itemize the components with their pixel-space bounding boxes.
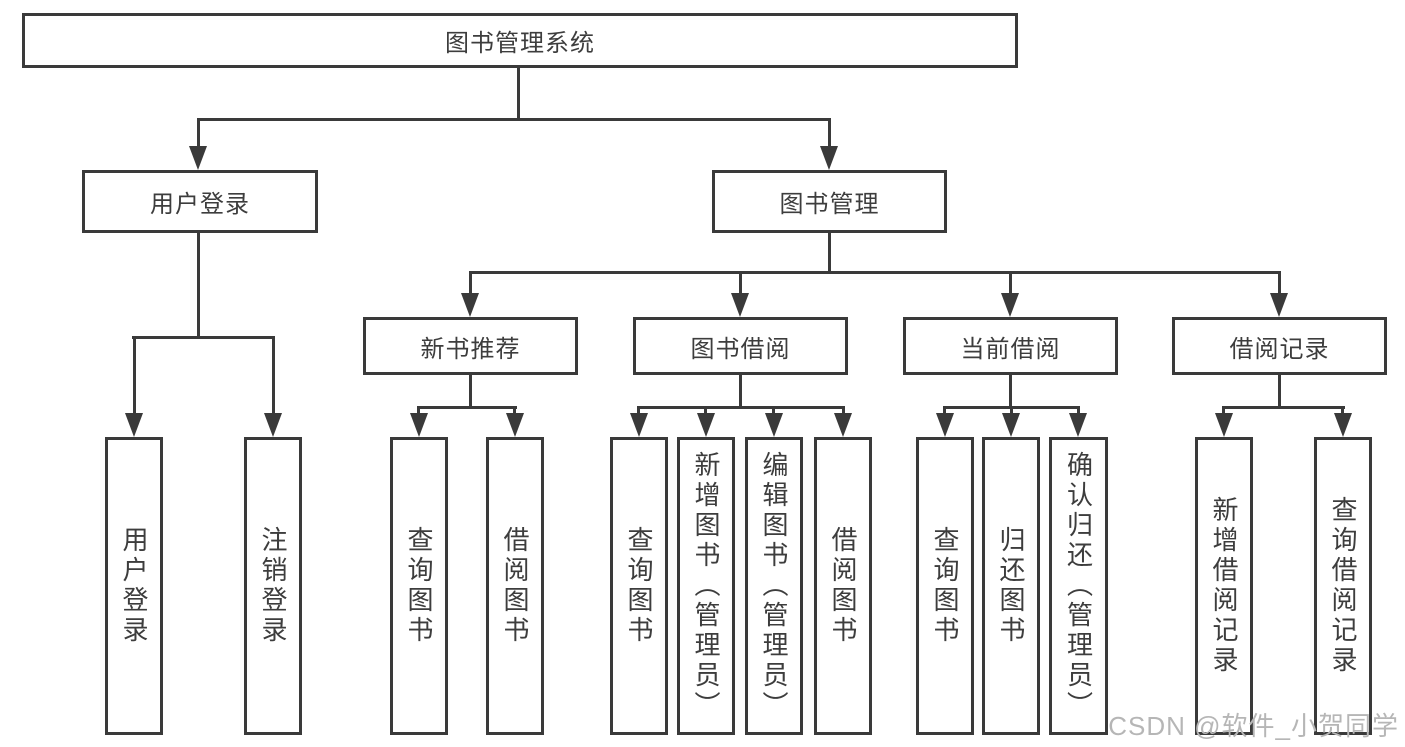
connector-line bbox=[1009, 375, 1012, 408]
leaf-label: 查询借阅记录 bbox=[1328, 496, 1358, 676]
connector-line bbox=[704, 406, 707, 417]
arrowhead-down-icon bbox=[765, 413, 783, 437]
node-label: 图书管理系统 bbox=[445, 30, 595, 57]
node-label: 图书借阅 bbox=[690, 335, 791, 363]
arrowhead-down-icon bbox=[834, 413, 852, 437]
connector-line bbox=[272, 336, 275, 413]
connector-line bbox=[739, 375, 742, 408]
connector-line bbox=[1009, 271, 1012, 295]
connector-line bbox=[197, 233, 200, 336]
node-new-book-recommendation: 新书推荐 bbox=[363, 317, 578, 375]
arrowhead-down-icon bbox=[125, 413, 143, 437]
leaf-logout-login: 注销登录 bbox=[244, 437, 302, 735]
connector-line bbox=[1222, 406, 1225, 417]
leaf-confirm-return-admin: 确认归还（管理员） bbox=[1049, 437, 1108, 735]
connector-line bbox=[1278, 271, 1281, 295]
connector-line bbox=[132, 336, 275, 339]
leaf-query-borrow-record: 查询借阅记录 bbox=[1314, 437, 1372, 735]
leaf-label: 归还图书 bbox=[996, 526, 1026, 646]
arrowhead-down-icon bbox=[189, 146, 207, 170]
connector-line bbox=[417, 406, 420, 417]
leaf-borrow-books-borrowing: 借阅图书 bbox=[814, 437, 872, 735]
connector-line bbox=[197, 118, 831, 121]
leaf-query-books-recommend: 查询图书 bbox=[390, 437, 448, 735]
arrowhead-down-icon bbox=[630, 413, 648, 437]
arrowhead-down-icon bbox=[1069, 413, 1087, 437]
leaf-add-borrow-record: 新增借阅记录 bbox=[1195, 437, 1253, 735]
arrowhead-down-icon bbox=[506, 413, 524, 437]
node-label: 借阅记录 bbox=[1229, 335, 1330, 363]
connector-line bbox=[1341, 406, 1344, 417]
connector-line bbox=[943, 406, 946, 417]
node-label: 新书推荐 bbox=[420, 335, 521, 363]
arrowhead-down-icon bbox=[936, 413, 954, 437]
leaf-label: 新增图书（管理员） bbox=[691, 451, 721, 721]
node-book-management: 图书管理 bbox=[712, 170, 947, 233]
arrowhead-down-icon bbox=[820, 146, 838, 170]
leaf-return-books: 归还图书 bbox=[982, 437, 1040, 735]
arrowhead-down-icon bbox=[1334, 413, 1352, 437]
connector-line bbox=[772, 406, 775, 417]
connector-line bbox=[469, 271, 472, 295]
leaf-label: 注销登录 bbox=[258, 526, 288, 646]
connector-line bbox=[1010, 406, 1013, 417]
csdn-watermark: CSDN @软件_小贺同学 bbox=[1108, 711, 1399, 741]
leaf-query-books-borrowing: 查询图书 bbox=[610, 437, 668, 735]
arrowhead-down-icon bbox=[697, 413, 715, 437]
connector-line bbox=[469, 271, 1281, 274]
leaf-user-login: 用户登录 bbox=[105, 437, 163, 735]
node-label: 当前借阅 bbox=[960, 335, 1061, 363]
leaf-label: 编辑图书（管理员） bbox=[759, 451, 789, 721]
leaf-label: 新增借阅记录 bbox=[1209, 496, 1239, 676]
leaf-query-books-current: 查询图书 bbox=[916, 437, 974, 735]
leaf-label: 确认归还（管理员） bbox=[1063, 451, 1094, 721]
node-borrowing-records: 借阅记录 bbox=[1172, 317, 1387, 375]
connector-line bbox=[513, 406, 516, 417]
leaf-label: 借阅图书 bbox=[828, 526, 858, 646]
arrowhead-down-icon bbox=[264, 413, 282, 437]
node-book-borrowing: 图书借阅 bbox=[633, 317, 848, 375]
connector-line bbox=[828, 118, 831, 150]
connector-line bbox=[197, 118, 200, 150]
node-label: 用户登录 bbox=[150, 191, 250, 218]
connector-line bbox=[637, 406, 640, 417]
arrowhead-down-icon bbox=[1001, 293, 1019, 317]
connector-line bbox=[1222, 406, 1345, 409]
leaf-label: 查询图书 bbox=[404, 526, 434, 646]
connector-line bbox=[517, 67, 520, 118]
arrowhead-down-icon bbox=[1270, 293, 1288, 317]
connector-line bbox=[828, 233, 831, 272]
connector-line bbox=[417, 406, 517, 409]
leaf-label: 查询图书 bbox=[930, 526, 960, 646]
connector-line bbox=[469, 375, 472, 408]
arrowhead-down-icon bbox=[731, 293, 749, 317]
arrowhead-down-icon bbox=[461, 293, 479, 317]
arrowhead-down-icon bbox=[410, 413, 428, 437]
leaf-add-book-admin: 新增图书（管理员） bbox=[677, 437, 735, 735]
node-current-borrowing: 当前借阅 bbox=[903, 317, 1118, 375]
node-library-management-system: 图书管理系统 bbox=[22, 13, 1018, 68]
connector-line bbox=[637, 406, 845, 409]
connector-line bbox=[1278, 375, 1281, 408]
leaf-label: 查询图书 bbox=[624, 526, 654, 646]
leaf-edit-book-admin: 编辑图书（管理员） bbox=[745, 437, 803, 735]
leaf-label: 借阅图书 bbox=[500, 526, 530, 646]
connector-line bbox=[133, 336, 136, 413]
connector-line bbox=[739, 271, 742, 295]
leaf-label: 用户登录 bbox=[119, 526, 149, 646]
node-user-login: 用户登录 bbox=[82, 170, 318, 233]
node-label: 图书管理 bbox=[779, 191, 880, 218]
leaf-borrow-books-recommend: 借阅图书 bbox=[486, 437, 544, 735]
arrowhead-down-icon bbox=[1002, 413, 1020, 437]
connector-line bbox=[842, 406, 845, 417]
connector-line bbox=[1077, 406, 1080, 417]
arrowhead-down-icon bbox=[1215, 413, 1233, 437]
